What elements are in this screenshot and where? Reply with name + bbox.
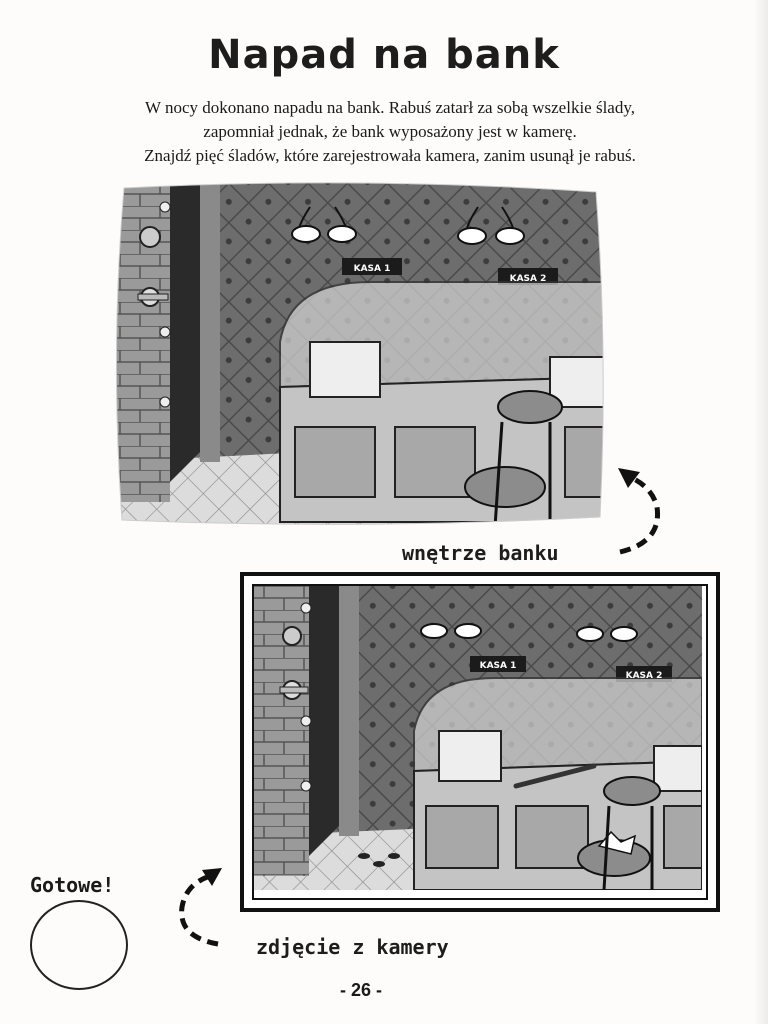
page-edge-shadow	[754, 0, 768, 1024]
bank-interior-picture[interactable]: KASA 1 KASA 2	[110, 182, 610, 527]
curved-arrow-up-icon	[618, 468, 661, 555]
camera-photo-picture[interactable]: KASA 1 KASA 2	[240, 572, 720, 912]
instructions-line-2: zapomniał jednak, że bank wyposażony jes…	[203, 122, 577, 141]
bank-interior-illustration: KASA 1 KASA 2	[115, 182, 604, 525]
instructions-line-3: Znajdź pięć śladów, które zarejestrowała…	[144, 146, 636, 165]
done-label: Gotowe!	[30, 873, 115, 897]
caption-camera-photo: zdjęcie z kamery	[256, 935, 449, 959]
kasa-1-sign-bottom: KASA 1	[480, 661, 517, 671]
kasa-2-sign-top: KASA 2	[510, 274, 547, 284]
page-title: Napad na bank	[208, 32, 560, 78]
kasa-2-sign-bottom: KASA 2	[626, 671, 663, 681]
kasa-1-sign-top: KASA 1	[354, 264, 391, 274]
curved-arrow-up-right-icon	[179, 868, 222, 947]
instructions-line-1: W nocy dokonano napadu na bank. Rabuś za…	[144, 98, 635, 117]
camera-photo-illustration: KASA 1 KASA 2	[254, 586, 702, 890]
done-checkbox-circle[interactable]	[30, 900, 128, 990]
caption-bank-interior: wnętrze banku	[402, 541, 559, 565]
page-number: - 26 -	[340, 980, 383, 1000]
instructions: W nocy dokonano napadu na bank. Rabuś za…	[60, 96, 720, 168]
